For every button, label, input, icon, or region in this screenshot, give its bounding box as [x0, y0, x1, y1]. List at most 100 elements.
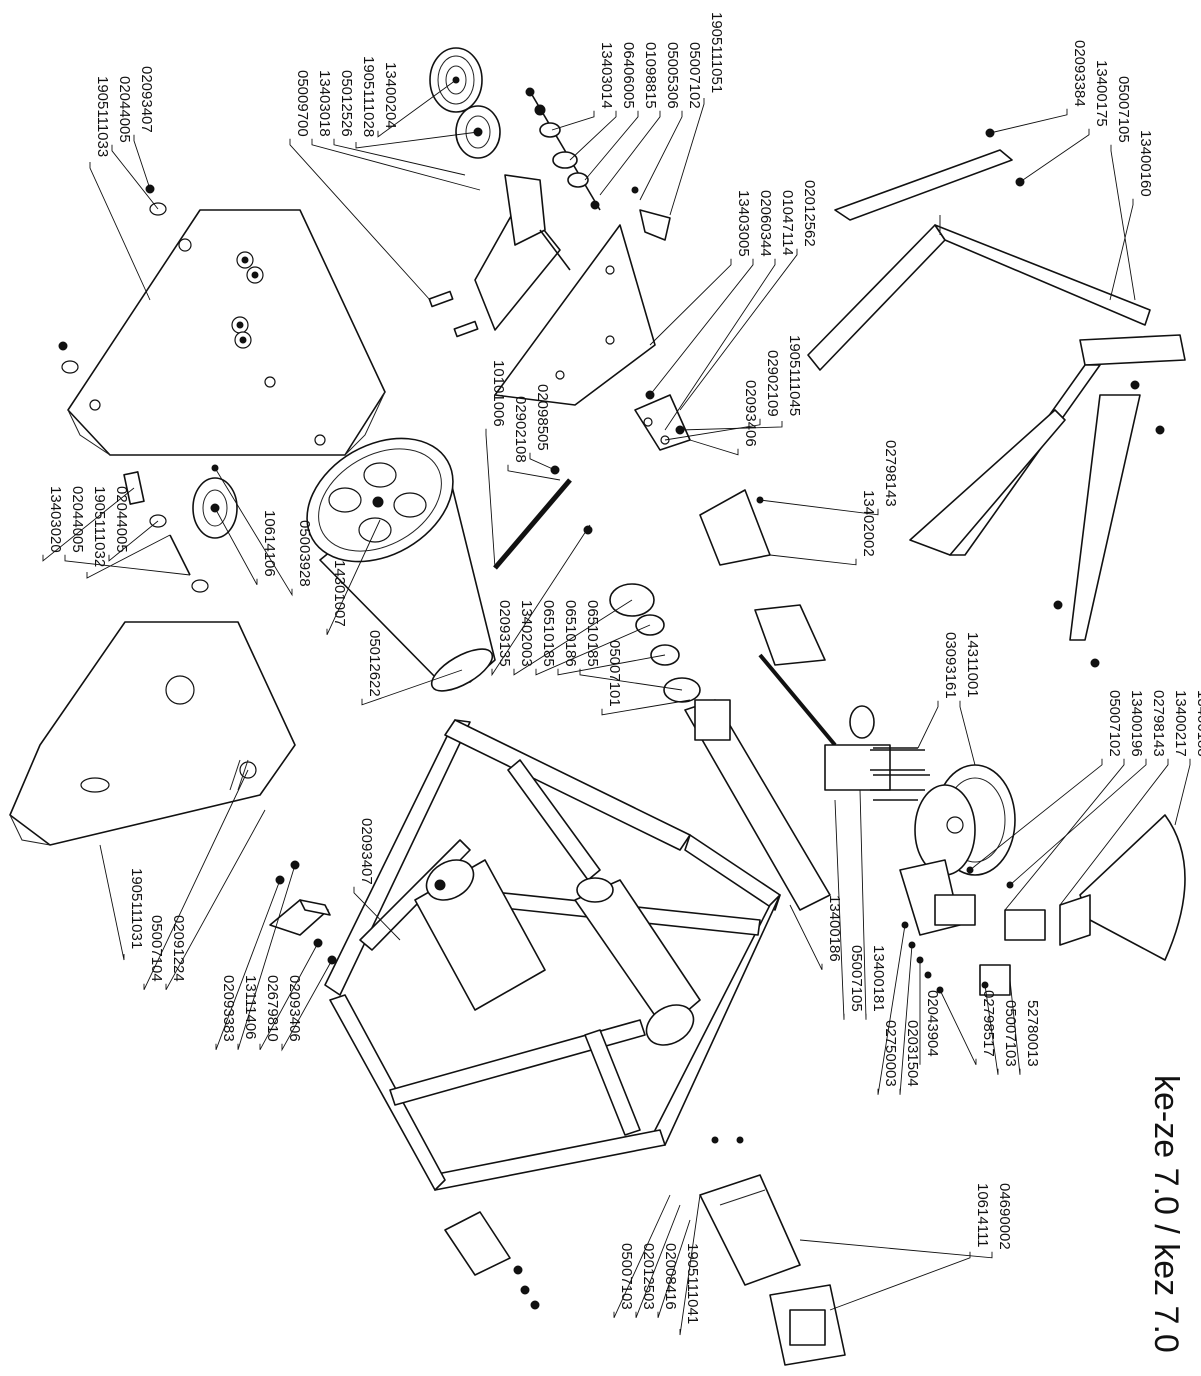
part-number-label: 05007102 [686, 42, 703, 109]
leader-line [86, 534, 171, 579]
part-number-label: 02031504 [904, 1020, 921, 1087]
leader-line [939, 989, 977, 1065]
part-number-label: 02798143 [1150, 690, 1167, 757]
switch-unit [979, 964, 1011, 996]
part-number-label: 13400181 [870, 945, 887, 1012]
leader-line [679, 1194, 701, 1336]
leader-line [165, 809, 266, 991]
clutch-drum [914, 764, 1016, 876]
part-number-label: 02093407 [358, 818, 375, 885]
washer-group-left [58, 184, 167, 374]
part-number-label: 02091224 [170, 915, 187, 982]
leader-line [237, 864, 296, 1050]
part-number-label: 13400196 [1128, 690, 1145, 757]
part-number-label: 03093161 [942, 632, 959, 699]
part-number-label: 1905111032 [91, 486, 108, 567]
leader-line [917, 700, 939, 749]
part-number-label: 10614111 [974, 1183, 991, 1248]
part-number-label: 02679810 [264, 975, 281, 1042]
part-number-label: 02750003 [882, 1020, 899, 1087]
part-number-label: 02093384 [1071, 40, 1088, 107]
leader-line [959, 700, 976, 766]
leader-line [799, 1239, 993, 1259]
main-frame [324, 719, 781, 1191]
bearing-housing-b [650, 644, 701, 703]
part-number-label: 13400160 [1137, 130, 1154, 197]
part-number-label: 05003928 [296, 520, 313, 587]
leader-line [99, 844, 125, 961]
bearing-housing-a [609, 583, 665, 636]
part-number-label: 1905111031 [128, 868, 145, 949]
leader-line [89, 162, 151, 301]
part-number-label: 13400175 [1093, 60, 1110, 127]
part-number-label: 1905111041 [684, 1243, 701, 1324]
part-number-label: 05007105 [1115, 76, 1132, 143]
part-number-label: 05007104 [148, 915, 165, 982]
gearbox [758, 653, 925, 791]
leader-line [289, 138, 431, 301]
part-number-label: 05007101 [606, 640, 623, 707]
leader-line [333, 138, 466, 176]
leader-line [355, 131, 479, 149]
part-number-label: 02798143 [882, 440, 899, 507]
small-bracket-b [754, 604, 826, 666]
part-number-label: 01047114 [779, 190, 796, 256]
part-number-label: 02093135 [496, 600, 513, 667]
leader-line [829, 1251, 971, 1311]
part-number-label: 02093406 [742, 380, 759, 447]
part-number-label: 02060344 [757, 190, 774, 257]
part-number-labels: 1905111051050071020500530601098815064060… [42, 12, 1201, 1336]
leader-line [513, 599, 633, 676]
part-number-label: 02012503 [640, 1243, 657, 1310]
bracket-lower-left [444, 1211, 540, 1310]
flywheel-cone [306, 437, 496, 692]
part-number-label: 52780013 [1024, 1000, 1041, 1067]
diagram-title: ke-ze 7.0 / kez 7.0 [1147, 1075, 1185, 1353]
leader-line [689, 439, 739, 456]
small-pulley-left [192, 464, 238, 539]
small-clip-top [631, 186, 671, 241]
leader-line [669, 98, 705, 216]
part-number-label: 13400186 [826, 895, 843, 962]
leader-line [551, 110, 595, 131]
leader-line [657, 1219, 691, 1318]
electric-motor [414, 859, 546, 1011]
part-number-label: 02902109 [764, 350, 781, 417]
part-number-label: 02798517 [980, 990, 997, 1057]
leader-line [877, 924, 906, 1095]
part-number-label: 14301007 [331, 560, 348, 627]
leader-line [859, 789, 867, 1020]
part-number-label: 13403020 [47, 486, 64, 553]
leader-line [769, 554, 857, 566]
part-number-label: 06510185 [540, 600, 557, 667]
part-number-label: 10101006 [490, 360, 507, 427]
part-number-label: 1905111045 [786, 335, 803, 416]
stand-frame-upper-right [807, 215, 1186, 668]
leader-line [601, 699, 691, 716]
part-number-label: 13400204 [382, 62, 399, 129]
part-number-label: 13402002 [860, 490, 877, 557]
part-number-label: 02093383 [220, 975, 237, 1042]
part-number-label: 02012562 [801, 180, 818, 247]
part-number-label: 02902108 [512, 396, 529, 463]
part-number-label: 05007103 [618, 1243, 635, 1310]
part-number-label: 14311001 [964, 632, 981, 698]
part-number-label: 05007102 [1106, 690, 1123, 757]
leader-line [1110, 144, 1136, 301]
part-number-label: 05005306 [664, 42, 681, 109]
mount-bracket-upper [428, 174, 571, 338]
brace-bar-top [834, 128, 1025, 221]
leader-line [1059, 758, 1169, 906]
leader-line [133, 134, 151, 190]
leader-line [635, 1204, 681, 1318]
leader-line [259, 942, 319, 1051]
leader-line [639, 110, 683, 201]
leader-line [64, 554, 191, 576]
leader-line [353, 886, 401, 941]
leader-line [984, 984, 999, 1075]
hopper-funnel [1059, 814, 1186, 961]
spring-rod [493, 465, 593, 570]
part-number-label: 1905111028 [360, 56, 377, 137]
part-number-label: 05007105 [848, 945, 865, 1012]
leader-line [613, 1194, 671, 1318]
